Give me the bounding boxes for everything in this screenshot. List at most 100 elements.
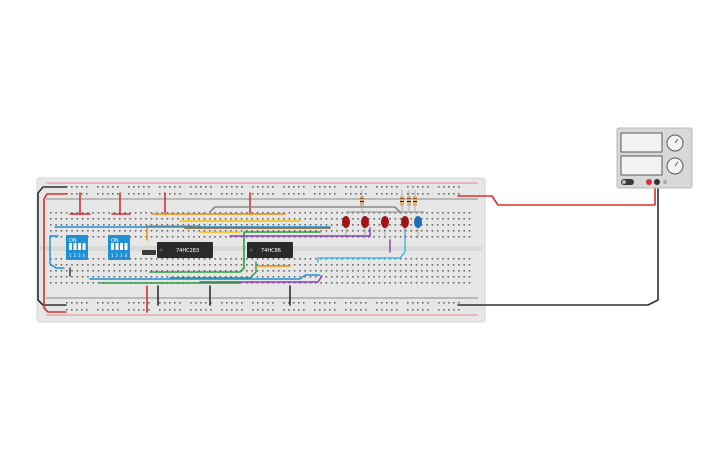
breadboard-hole[interactable] xyxy=(60,236,63,238)
breadboard-hole[interactable] xyxy=(277,264,280,266)
breadboard-hole[interactable] xyxy=(87,282,89,284)
breadboard-hole[interactable] xyxy=(303,302,305,304)
breadboard-hole[interactable] xyxy=(453,302,455,304)
breadboard-hole[interactable] xyxy=(320,282,322,284)
breadboard-hole[interactable] xyxy=(231,186,233,188)
breadboard-hole[interactable] xyxy=(97,264,100,266)
breadboard-hole[interactable] xyxy=(283,264,285,266)
breadboard-hole[interactable] xyxy=(140,264,142,266)
breadboard-hole[interactable] xyxy=(214,218,216,220)
breadboard-hole[interactable] xyxy=(415,270,418,272)
breadboard-hole[interactable] xyxy=(81,276,84,278)
breadboard-hole[interactable] xyxy=(394,224,397,226)
breadboard-hole[interactable] xyxy=(193,236,195,238)
breadboard-hole[interactable] xyxy=(166,270,169,272)
breadboard-hole[interactable] xyxy=(214,212,216,214)
breadboard-hole[interactable] xyxy=(468,258,471,260)
breadboard-hole[interactable] xyxy=(251,282,253,284)
breadboard-hole[interactable] xyxy=(458,302,460,304)
dip-switch-1-toggle-4[interactable] xyxy=(82,243,86,250)
breadboard-hole[interactable] xyxy=(325,224,328,226)
breadboard-hole[interactable] xyxy=(412,309,414,311)
breadboard-hole[interactable] xyxy=(421,270,423,272)
breadboard-hole[interactable] xyxy=(357,282,359,284)
breadboard-hole[interactable] xyxy=(452,270,455,272)
breadboard-hole[interactable] xyxy=(81,270,84,272)
breadboard-hole[interactable] xyxy=(267,264,269,266)
breadboard-hole[interactable] xyxy=(231,193,233,195)
breadboard-hole[interactable] xyxy=(458,258,460,260)
breadboard-hole[interactable] xyxy=(277,230,280,232)
breadboard-hole[interactable] xyxy=(415,264,418,266)
breadboard-hole[interactable] xyxy=(240,264,243,266)
breadboard-hole[interactable] xyxy=(198,212,200,214)
breadboard-hole[interactable] xyxy=(87,230,89,232)
breadboard-hole[interactable] xyxy=(267,302,269,304)
breadboard-hole[interactable] xyxy=(241,309,243,311)
breadboard-hole[interactable] xyxy=(378,282,381,284)
breadboard-hole[interactable] xyxy=(315,282,317,284)
breadboard-hole[interactable] xyxy=(246,230,248,232)
breadboard-hole[interactable] xyxy=(452,276,455,278)
breadboard-hole[interactable] xyxy=(230,236,232,238)
breadboard-hole[interactable] xyxy=(200,186,202,188)
breadboard-hole[interactable] xyxy=(224,236,227,238)
breadboard-hole[interactable] xyxy=(150,236,153,238)
breadboard-hole[interactable] xyxy=(362,276,365,278)
breadboard-hole[interactable] xyxy=(334,193,336,195)
breadboard-hole[interactable] xyxy=(92,224,94,226)
breadboard-hole[interactable] xyxy=(436,276,439,278)
breadboard-hole[interactable] xyxy=(200,302,202,304)
breadboard-hole[interactable] xyxy=(288,309,290,311)
breadboard-hole[interactable] xyxy=(187,218,190,220)
breadboard-hole[interactable] xyxy=(117,193,119,195)
breadboard-hole[interactable] xyxy=(325,258,328,260)
dip-switch-1-toggle-3[interactable] xyxy=(78,243,81,250)
breadboard-hole[interactable] xyxy=(107,309,109,311)
breadboard-hole[interactable] xyxy=(251,276,253,278)
breadboard-hole[interactable] xyxy=(309,270,312,272)
breadboard-hole[interactable] xyxy=(442,230,444,232)
breadboard-hole[interactable] xyxy=(320,236,322,238)
breadboard-hole[interactable] xyxy=(76,309,78,311)
breadboard-hole[interactable] xyxy=(272,264,275,266)
breadboard-hole[interactable] xyxy=(252,302,254,304)
dip-switch-2-toggle-1[interactable] xyxy=(111,243,114,250)
breadboard-hole[interactable] xyxy=(198,270,200,272)
breadboard-hole[interactable] xyxy=(161,264,163,266)
breadboard-hole[interactable] xyxy=(103,218,105,220)
breadboard-hole[interactable] xyxy=(421,224,423,226)
breadboard-hole[interactable] xyxy=(246,212,248,214)
breadboard-hole[interactable] xyxy=(365,309,367,311)
breadboard-hole[interactable] xyxy=(86,193,88,195)
breadboard-hole[interactable] xyxy=(463,282,465,284)
breadboard-hole[interactable] xyxy=(378,276,381,278)
breadboard-hole[interactable] xyxy=(283,218,285,220)
breadboard-hole[interactable] xyxy=(412,186,414,188)
breadboard-hole[interactable] xyxy=(214,276,216,278)
breadboard-hole[interactable] xyxy=(150,264,153,266)
breadboard-hole[interactable] xyxy=(124,212,126,214)
breadboard-hole[interactable] xyxy=(431,212,434,214)
breadboard-hole[interactable] xyxy=(324,309,326,311)
breadboard-hole[interactable] xyxy=(140,258,142,260)
breadboard-hole[interactable] xyxy=(60,264,63,266)
breadboard-hole[interactable] xyxy=(262,302,264,304)
breadboard-hole[interactable] xyxy=(60,270,63,272)
breadboard-hole[interactable] xyxy=(415,230,418,232)
breadboard-hole[interactable] xyxy=(325,276,328,278)
breadboard-hole[interactable] xyxy=(376,193,378,195)
breadboard-hole[interactable] xyxy=(97,230,100,232)
breadboard-hole[interactable] xyxy=(195,186,197,188)
breadboard-hole[interactable] xyxy=(76,230,79,232)
breadboard-hole[interactable] xyxy=(140,276,142,278)
breadboard-hole[interactable] xyxy=(304,236,306,238)
breadboard-hole[interactable] xyxy=(421,264,423,266)
breadboard-hole[interactable] xyxy=(87,212,89,214)
breadboard-hole[interactable] xyxy=(87,224,89,226)
breadboard-hole[interactable] xyxy=(60,258,63,260)
breadboard-hole[interactable] xyxy=(373,258,375,260)
breadboard-hole[interactable] xyxy=(224,218,227,220)
breadboard-hole[interactable] xyxy=(443,309,445,311)
dip-switch-1[interactable]: ON 1 2 3 4 xyxy=(66,235,88,260)
